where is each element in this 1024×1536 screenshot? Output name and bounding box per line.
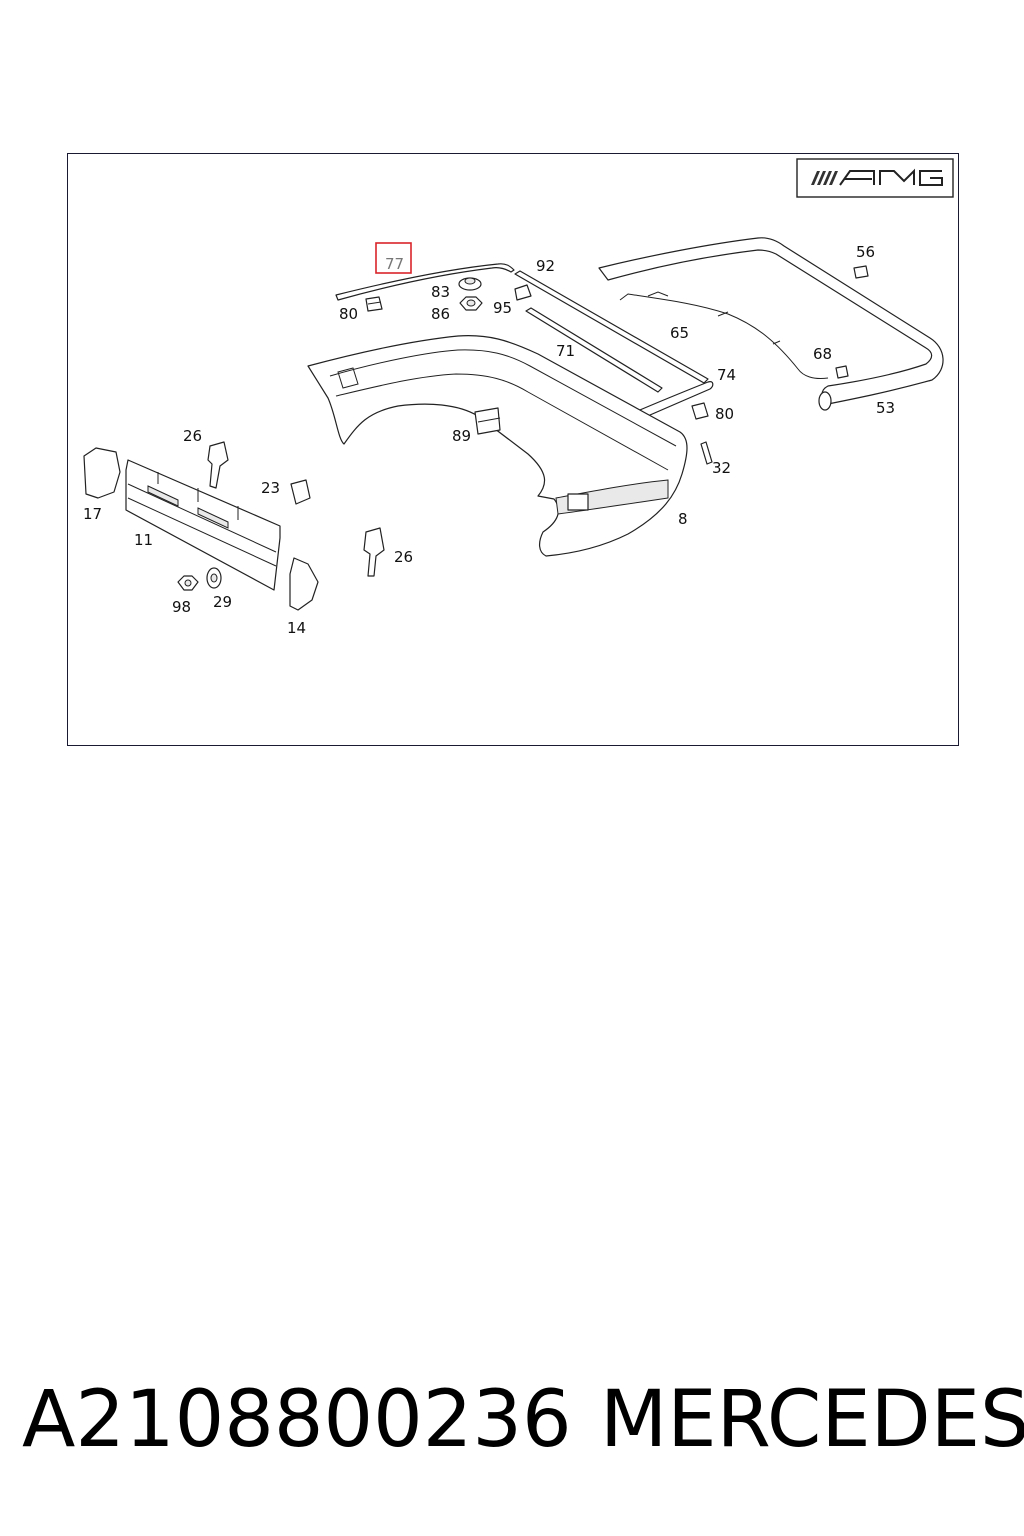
callout-92: 92 <box>536 257 555 275</box>
part-53-trim-frame <box>598 237 944 411</box>
callout-29: 29 <box>213 593 232 611</box>
callout-80-left: 80 <box>339 305 358 323</box>
part-11-absorber <box>125 459 281 591</box>
part-83-washer <box>458 277 482 291</box>
callout-86: 86 <box>431 305 450 323</box>
amg-logo <box>796 158 954 198</box>
part-80-clip-right <box>691 402 709 420</box>
part-17-bracket <box>83 447 121 499</box>
part-56-cap <box>853 265 869 279</box>
callout-8: 8 <box>678 510 688 528</box>
callout-95: 95 <box>493 299 512 317</box>
brand-name: MERCEDES <box>600 1375 1024 1465</box>
part-26-lower <box>363 527 385 577</box>
callout-98: 98 <box>172 598 191 616</box>
callout-71: 71 <box>556 342 575 360</box>
part-14-bracket <box>289 557 319 611</box>
callout-83: 83 <box>431 283 450 301</box>
callout-23: 23 <box>261 479 280 497</box>
parts-diagram: 77 92 56 83 80 86 95 65 71 68 74 80 53 2… <box>67 153 959 746</box>
part-89-bracket <box>474 407 501 435</box>
caption: A2108800236 MERCEDES <box>0 1372 1024 1472</box>
callout-74: 74 <box>717 366 736 384</box>
part-29-washer <box>206 567 222 589</box>
part-68-clip <box>835 365 849 379</box>
callout-26-upper: 26 <box>183 427 202 445</box>
callout-11: 11 <box>134 531 153 549</box>
part-32-pin <box>700 441 713 465</box>
part-86-nut <box>459 296 483 311</box>
callout-77: 77 <box>385 255 404 273</box>
part-98-nut <box>177 575 199 591</box>
callout-17: 17 <box>83 505 102 523</box>
part-26-upper <box>207 441 229 489</box>
callout-labels: 77 92 56 83 80 86 95 65 71 68 74 80 53 2… <box>83 243 895 637</box>
part-95-clip <box>514 284 532 301</box>
part-92-trim-strip <box>514 270 709 384</box>
callout-32: 32 <box>712 459 731 477</box>
part-number: A2108800236 <box>22 1375 572 1465</box>
highlight-box <box>375 242 412 274</box>
callout-14: 14 <box>287 619 306 637</box>
callout-89: 89 <box>452 427 471 445</box>
part-65-wiring <box>619 293 829 379</box>
callout-68: 68 <box>813 345 832 363</box>
callout-80-right: 80 <box>715 405 734 423</box>
callout-53: 53 <box>876 399 895 417</box>
part-80-clip-left <box>365 296 383 312</box>
part-77-trim-strip <box>335 263 515 301</box>
callout-26-lower: 26 <box>394 548 413 566</box>
callout-65: 65 <box>670 324 689 342</box>
part-8-bumper-cover <box>307 335 688 557</box>
part-71-strip <box>525 307 663 393</box>
callout-56: 56 <box>856 243 875 261</box>
part-23-clip <box>290 479 311 505</box>
